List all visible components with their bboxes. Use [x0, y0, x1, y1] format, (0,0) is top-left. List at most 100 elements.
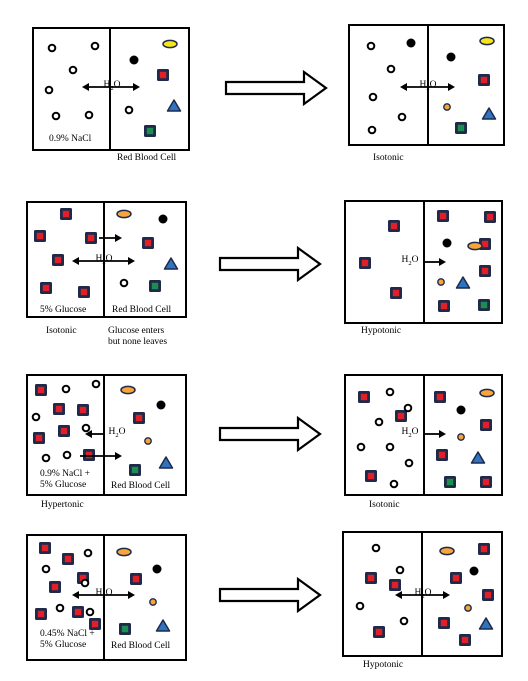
black-dot	[456, 405, 466, 415]
black-dot	[129, 55, 139, 65]
red-square-core	[80, 288, 88, 296]
tonicity-label: Isotonic	[46, 326, 77, 336]
blue-triangle	[455, 276, 471, 289]
solute-particle	[386, 64, 396, 74]
blue-triangle	[470, 451, 486, 464]
red-square-core	[439, 212, 447, 220]
red-square-core	[481, 240, 489, 248]
blue-triangle	[163, 257, 179, 270]
solute-particle	[41, 564, 51, 574]
solute-particle	[366, 41, 376, 51]
orange-dot	[149, 598, 157, 606]
solution-label: 5% Glucose	[40, 305, 87, 315]
green-square-core	[446, 478, 454, 486]
solute-particle	[368, 92, 378, 102]
solution-label: 0.9% NaCl +5% Glucose	[40, 469, 90, 490]
red-square-core	[85, 451, 93, 459]
flow-arrow-head	[395, 591, 402, 599]
solute-particle	[385, 442, 395, 452]
flow-arrow-head	[115, 452, 122, 460]
red-square-core	[60, 427, 68, 435]
solution-label: 0.45% NaCl +5% Glucose	[40, 629, 95, 650]
red-square-core	[35, 434, 43, 442]
row-glucose-before	[26, 201, 187, 318]
black-dot	[446, 52, 456, 62]
red-square-core	[392, 289, 400, 297]
flow-arrow-head	[82, 83, 89, 91]
red-square-core	[480, 76, 488, 84]
red-square-core	[438, 451, 446, 459]
flow-arrow-head	[85, 430, 92, 438]
black-dot	[156, 400, 166, 410]
red-square-core	[51, 583, 59, 591]
transition-arrow-4	[218, 576, 322, 614]
water-label: H2O	[108, 427, 126, 439]
orange-dot	[443, 103, 451, 111]
red-square-core	[36, 232, 44, 240]
orange-dot	[457, 433, 465, 441]
red-square-core	[391, 581, 399, 589]
orange-oval	[479, 388, 495, 398]
water-label: H2O	[95, 254, 113, 266]
green-square-core	[121, 625, 129, 633]
row-nacl-after	[348, 24, 505, 146]
flow-arrow-head	[72, 591, 79, 599]
solute-particle	[355, 601, 365, 611]
yellow-oval	[162, 39, 178, 49]
solution-label: 0.9% NaCl	[49, 134, 92, 144]
red-square-core	[486, 213, 494, 221]
solute-particle	[84, 110, 94, 120]
green-square-core	[146, 127, 154, 135]
blue-triangle	[155, 619, 171, 632]
solute-particle	[371, 543, 381, 553]
red-square-core	[375, 628, 383, 636]
red-square-core	[79, 406, 87, 414]
black-dot	[469, 566, 479, 576]
solute-particle	[367, 125, 377, 135]
solute-particle	[385, 387, 395, 397]
container-box	[26, 374, 187, 496]
tonicity-label: Isotonic	[373, 153, 404, 163]
red-square-core	[55, 405, 63, 413]
tonicity-label: Hypertonic	[41, 500, 84, 510]
black-dot	[442, 238, 452, 248]
red-square-core	[461, 636, 469, 644]
solute-particle	[31, 412, 41, 422]
solute-particle	[44, 85, 54, 95]
row-half-nacl-glucose-before	[26, 534, 187, 661]
solute-particle	[399, 616, 409, 626]
red-square-core	[484, 591, 492, 599]
transition-arrow-1	[224, 69, 328, 107]
red-square-core	[361, 259, 369, 267]
transition-arrow-2	[218, 245, 322, 283]
right-arrow-icon	[218, 576, 322, 614]
water-label: H2O	[401, 255, 419, 267]
row-glucose-after	[344, 200, 503, 324]
solute-particle	[61, 384, 71, 394]
red-square-core	[135, 414, 143, 422]
red-square-core	[41, 544, 49, 552]
black-dot	[152, 564, 162, 574]
water-label: H2O	[95, 588, 113, 600]
green-square-core	[480, 301, 488, 309]
orange-dot	[144, 437, 152, 445]
row-nacl-glucose-after	[344, 374, 503, 496]
solute-particle	[374, 417, 384, 427]
red-square-core	[480, 545, 488, 553]
transition-arrow-3	[218, 415, 322, 453]
orange-dot	[437, 278, 445, 286]
yellow-oval	[479, 36, 495, 46]
cell-label: Red Blood Cell	[111, 481, 171, 491]
blue-triangle	[166, 99, 182, 112]
flow-arrow-head	[128, 257, 135, 265]
solute-particle	[403, 403, 413, 413]
red-square-core	[87, 234, 95, 242]
tonicity-label: Hypotonic	[361, 326, 402, 336]
orange-oval	[439, 546, 455, 556]
solute-particle	[41, 453, 51, 463]
solute-particle	[91, 379, 101, 389]
red-square-core	[37, 386, 45, 394]
water-label: H2O	[419, 80, 437, 92]
